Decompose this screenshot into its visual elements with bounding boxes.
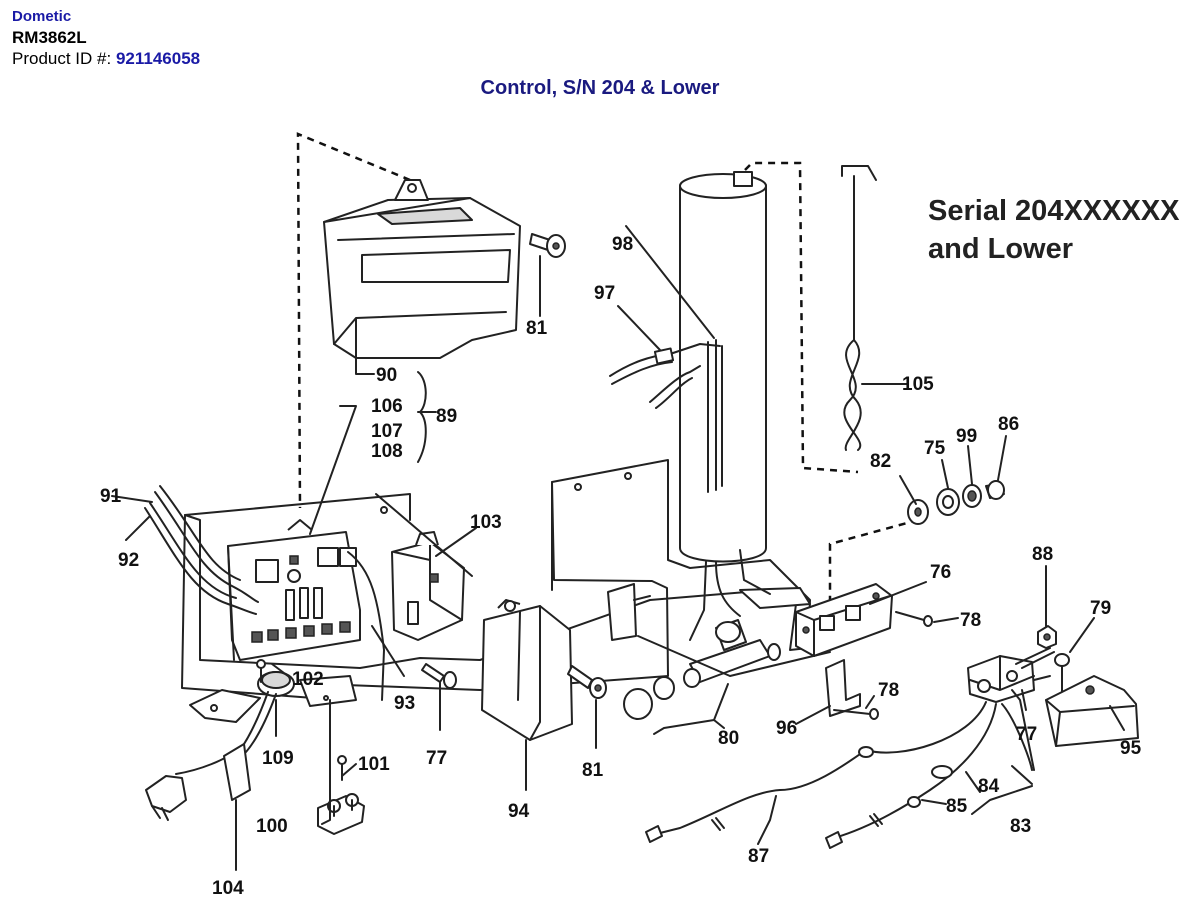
- callout-95[interactable]: 95: [1120, 738, 1142, 759]
- callout-77-left[interactable]: 77: [426, 748, 447, 769]
- serial-note-line1: Serial 204XXXXXX: [928, 195, 1180, 227]
- guide-line-thermistor: [744, 161, 859, 474]
- thermocouple: [609, 339, 723, 493]
- leader-lines: [111, 225, 1125, 871]
- callout-106[interactable]: 106: [371, 396, 403, 417]
- guide-line-washer: [828, 518, 919, 600]
- callout-94[interactable]: 94: [508, 801, 530, 822]
- callout-83[interactable]: 83: [1010, 816, 1031, 837]
- callout-98[interactable]: 98: [612, 234, 633, 255]
- screw-81-lower: [567, 665, 607, 699]
- callout-87[interactable]: 87: [748, 846, 769, 867]
- brand-name: Dometic: [12, 8, 72, 25]
- callout-97[interactable]: 97: [594, 283, 615, 304]
- wires-91-92: [144, 485, 385, 701]
- guide-line-module: [296, 132, 411, 509]
- callout-103[interactable]: 103: [470, 512, 502, 533]
- thermistor: [841, 165, 899, 451]
- callout-104[interactable]: 104: [212, 878, 244, 899]
- mounting-plate: [181, 459, 811, 723]
- callout-80[interactable]: 80: [718, 728, 739, 749]
- product-id-line: Product ID #: 921146058: [12, 48, 200, 69]
- callout-101[interactable]: 101: [358, 754, 390, 775]
- screw-78-upper: [895, 611, 933, 627]
- callout-99[interactable]: 99: [956, 426, 977, 447]
- wire-harness: [645, 701, 1033, 849]
- model-number: RM3862L: [12, 27, 87, 47]
- screw-77-left: [421, 663, 457, 689]
- bracket: [825, 659, 879, 720]
- callout-91[interactable]: 91: [100, 486, 122, 507]
- callout-81-lower[interactable]: 81: [582, 760, 604, 781]
- pc-board: [227, 519, 361, 661]
- callout-81-top[interactable]: 81: [526, 318, 548, 339]
- screw-79: [1054, 653, 1070, 695]
- burner-mount: [795, 583, 893, 657]
- callout-105[interactable]: 105: [902, 374, 934, 395]
- callout-100[interactable]: 100: [256, 816, 288, 837]
- callout-88[interactable]: 88: [1032, 544, 1053, 565]
- header: Dometic RM3862L Product ID #: 921146058: [12, 8, 200, 69]
- serial-note-line2: and Lower: [928, 233, 1073, 265]
- burner-tube: [607, 583, 831, 720]
- callout-93[interactable]: 93: [394, 693, 415, 714]
- callout-107[interactable]: 107: [371, 421, 403, 442]
- ignitor: [391, 531, 465, 641]
- callout-78-upper[interactable]: 78: [960, 610, 981, 631]
- power-cord: [145, 659, 295, 821]
- burner-shield: [1045, 675, 1139, 747]
- callout-90[interactable]: 90: [376, 365, 397, 386]
- fastener-stack: [907, 480, 1005, 525]
- callout-85[interactable]: 85: [946, 796, 968, 817]
- callout-84[interactable]: 84: [978, 776, 1000, 797]
- nut-88: [1037, 625, 1057, 649]
- callout-86[interactable]: 86: [998, 414, 1019, 435]
- callout-102[interactable]: 102: [292, 669, 324, 690]
- callout-75[interactable]: 75: [924, 438, 946, 459]
- callout-79[interactable]: 79: [1090, 598, 1111, 619]
- callout-89[interactable]: 89: [436, 406, 457, 427]
- control-module-cover: [323, 179, 521, 359]
- page-title: Control, S/N 204 & Lower: [480, 77, 720, 99]
- screw-81-top: [529, 233, 566, 258]
- product-id-value[interactable]: 921146058: [115, 49, 201, 68]
- callout-92[interactable]: 92: [118, 550, 139, 571]
- callout-76[interactable]: 76: [930, 562, 951, 583]
- callout-96[interactable]: 96: [776, 718, 797, 739]
- ignitor-cover: [481, 599, 573, 741]
- callout-109[interactable]: 109: [262, 748, 294, 769]
- callout-82[interactable]: 82: [870, 451, 891, 472]
- product-id-label: Product ID #:: [12, 49, 112, 68]
- callout-77-right[interactable]: 77: [1016, 724, 1037, 745]
- callout-labels: 81 90 106 89 107 108 91 92 103 102 93 77…: [100, 234, 1142, 899]
- callout-78-lower[interactable]: 78: [878, 680, 899, 701]
- callout-108[interactable]: 108: [371, 441, 403, 462]
- burner-jet: [967, 647, 1055, 703]
